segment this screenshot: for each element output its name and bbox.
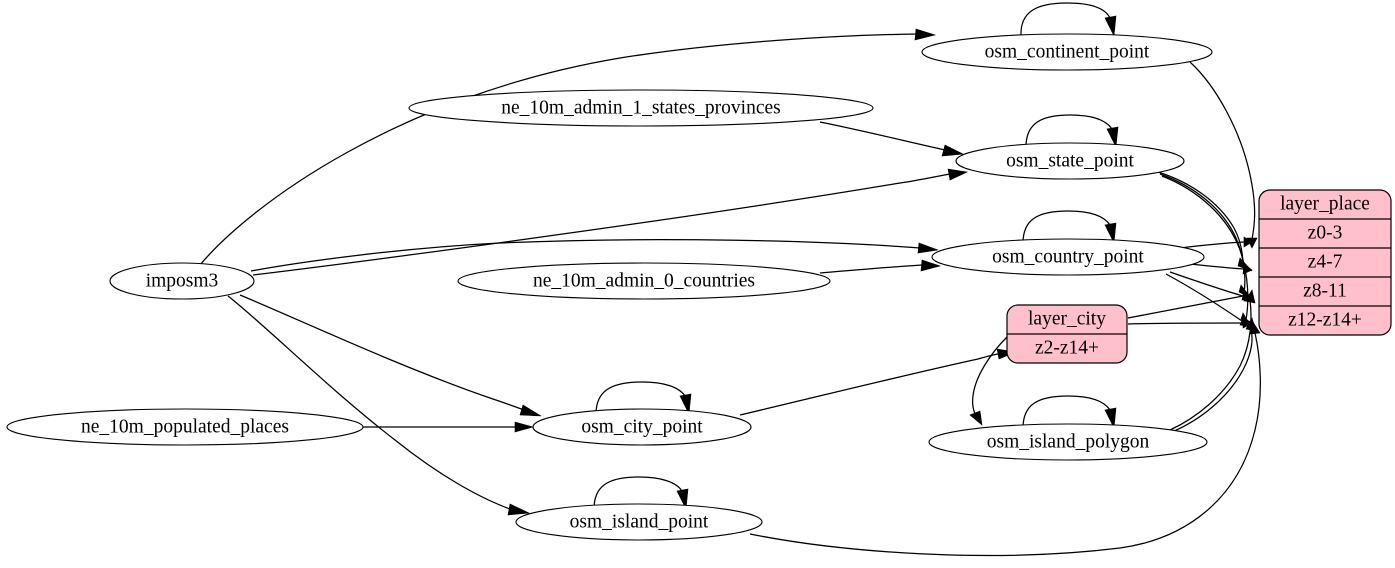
edge-ne_populated_places-to-osm_city_point[interactable] xyxy=(363,421,535,433)
edge-layer_city-to-layer_place-z8_11[interactable] xyxy=(1127,290,1254,319)
node-label-osm_continent_point: osm_continent_point xyxy=(985,41,1150,62)
node-imposm3[interactable]: imposm3 xyxy=(109,262,255,300)
edge-osm_country_point-to-layer_place-z0_3[interactable] xyxy=(1179,236,1253,249)
node-label-osm_state_point: osm_state_point xyxy=(1006,150,1134,171)
record-port-layer_place-z12-z14plus[interactable]: z12-z14+ xyxy=(1288,309,1362,330)
edge-layer xyxy=(199,2,1261,557)
record-port-layer_place-z4-7[interactable]: z4-7 xyxy=(1308,251,1343,272)
node-ne_10m_populated_places[interactable]: ne_10m_populated_places xyxy=(6,408,364,446)
edge-osm_continent_point-self-loop[interactable] xyxy=(1020,2,1117,38)
node-label-ne_10m_admin_1_states_provinces: ne_10m_admin_1_states_provinces xyxy=(501,97,780,118)
node-layer_city[interactable]: layer_city z2-z14+ xyxy=(1006,304,1128,364)
edge-imposm3-to-osm_city_point[interactable] xyxy=(239,294,542,417)
edge-ne_countries-to-osm_country_point[interactable] xyxy=(819,259,942,274)
node-layer_place[interactable]: layer_place z0-3 z4-7 z8-11 z12-z14+ xyxy=(1258,189,1392,336)
record-port-layer_city-z2-z14plus[interactable]: z2-z14+ xyxy=(1035,337,1099,358)
edge-ne_states_provinces-to-osm_state_point[interactable] xyxy=(819,121,965,157)
edge-osm_island_polygon-self-loop[interactable] xyxy=(1022,395,1117,430)
edge-osm_city_point-to-layer_city[interactable] xyxy=(739,348,1018,416)
record-port-layer_place-z0-3[interactable]: z0-3 xyxy=(1308,222,1343,243)
node-osm_city_point[interactable]: osm_city_point xyxy=(532,408,752,446)
node-osm_island_polygon[interactable]: osm_island_polygon xyxy=(928,423,1208,461)
node-label-osm_island_point: osm_island_point xyxy=(570,511,709,532)
node-layer-ellipses: imposm3 ne_10m_admin_1_states_provinces … xyxy=(6,33,1213,541)
edge-osm_country_point-to-layer_place-z12_z14[interactable] xyxy=(1165,273,1254,328)
node-osm_country_point[interactable]: osm_country_point xyxy=(931,238,1205,276)
edge-layer_city-to-layer_place-z12_z14[interactable] xyxy=(1127,317,1254,329)
edge-osm_state_point-self-loop[interactable] xyxy=(1025,114,1119,149)
node-label-imposm3: imposm3 xyxy=(146,270,219,291)
edge-osm_country_point-self-loop[interactable] xyxy=(1022,210,1117,245)
edge-osm_city_point-self-loop[interactable] xyxy=(595,381,692,416)
node-ne_10m_admin_1_states_provinces[interactable]: ne_10m_admin_1_states_provinces xyxy=(408,89,874,127)
edge-osm_island_polygon-to-layer_place-z12_z14[interactable] xyxy=(1171,317,1257,433)
edge-osm_country_point-to-layer_place-z4_7[interactable] xyxy=(1189,263,1253,275)
edge-layer_city-to-osm_island_polygon[interactable] xyxy=(969,336,1008,426)
edge-imposm3-to-osm_island_point[interactable] xyxy=(227,295,531,516)
edge-osm_island_point-to-layer_place-z12_z14[interactable] xyxy=(749,321,1261,557)
node-ne_10m_admin_0_countries[interactable]: ne_10m_admin_0_countries xyxy=(457,262,831,300)
edge-osm_island_point-self-loop[interactable] xyxy=(593,476,689,511)
node-label-osm_city_point: osm_city_point xyxy=(581,416,703,437)
edge-osm_island_polygon-to-layer_place-z8_11[interactable] xyxy=(1169,289,1256,431)
node-label-ne_10m_admin_0_countries: ne_10m_admin_0_countries xyxy=(533,270,755,291)
node-osm_state_point[interactable]: osm_state_point xyxy=(955,142,1185,180)
node-label-ne_10m_populated_places: ne_10m_populated_places xyxy=(81,416,289,437)
edge-imposm3-to-osm_country_point[interactable] xyxy=(250,239,939,272)
node-osm_continent_point[interactable]: osm_continent_point xyxy=(921,33,1213,71)
node-layer-records: layer_place z0-3 z4-7 z8-11 z12-z14+ lay… xyxy=(1006,189,1392,364)
node-label-osm_island_polygon: osm_island_polygon xyxy=(987,431,1150,452)
node-label-osm_country_point: osm_country_point xyxy=(992,246,1144,267)
node-osm_island_point[interactable]: osm_island_point xyxy=(515,503,763,541)
record-title-layer_city: layer_city xyxy=(1028,308,1106,329)
record-title-layer_place: layer_place xyxy=(1280,193,1370,214)
edge-imposm3-to-osm_continent_point[interactable] xyxy=(199,28,937,266)
edge-imposm3-to-osm_state_point[interactable] xyxy=(252,168,969,276)
record-port-layer_place-z8-11[interactable]: z8-11 xyxy=(1303,280,1347,301)
